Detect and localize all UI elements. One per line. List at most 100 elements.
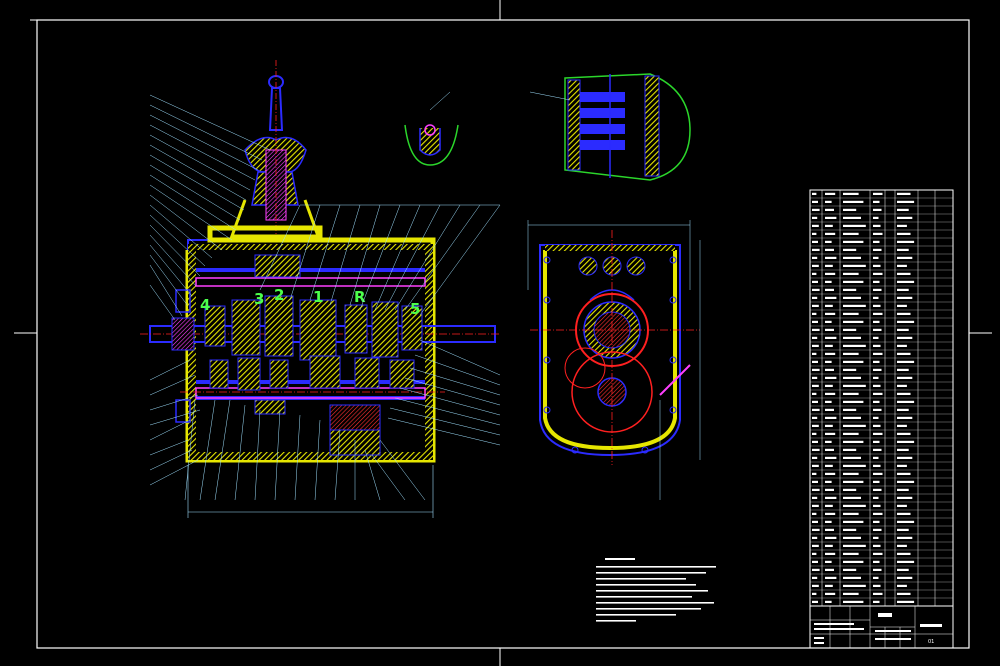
parts-list-entry-mark <box>897 400 915 403</box>
parts-list-entry-mark <box>825 480 832 483</box>
parts-list-entry-mark <box>873 272 883 275</box>
parts-list-entry-mark <box>897 592 911 595</box>
parts-list-entry-mark <box>825 400 832 403</box>
parts-list-entry-mark <box>897 496 913 499</box>
drawing-frame <box>14 0 992 666</box>
parts-list-entry-mark <box>825 488 834 491</box>
leader-lines-right <box>387 339 501 446</box>
parts-list-entry-mark <box>897 392 911 395</box>
parts-list-entry-mark <box>873 304 881 307</box>
parts-list-entry-mark <box>843 576 861 579</box>
parts-list-entry-mark <box>825 288 834 291</box>
parts-list-entry-mark <box>873 232 883 235</box>
parts-list-entry-mark <box>825 272 836 275</box>
parts-list-entry-mark <box>843 328 857 331</box>
parts-list-entry-mark <box>843 560 864 563</box>
parts-list-entry-mark <box>812 576 818 579</box>
parts-list-entry-mark <box>812 368 820 371</box>
parts-list-entry-mark <box>843 368 857 371</box>
parts-list-entry-mark <box>812 336 818 339</box>
parts-list-entry-mark <box>812 360 818 363</box>
parts-list-entry-mark <box>812 456 818 459</box>
parts-list-entry-mark <box>873 448 882 451</box>
gear-label-r: R <box>354 288 366 306</box>
parts-list-entry-mark <box>873 200 880 203</box>
parts-list-entry-mark <box>873 376 879 379</box>
parts-list-entry-mark <box>873 384 881 387</box>
parts-list-entry-mark <box>812 496 818 499</box>
parts-list-entry-mark <box>843 480 864 483</box>
parts-list-entry-mark <box>897 232 911 235</box>
parts-list-entry-mark <box>897 312 911 315</box>
parts-list-entry-mark <box>843 600 864 603</box>
parts-list-entry-mark <box>812 584 819 587</box>
parts-list-entry-mark <box>843 440 864 443</box>
parts-list-entry-mark <box>843 584 866 587</box>
parts-list-table <box>809 189 954 607</box>
parts-list-entry-mark <box>843 280 864 283</box>
parts-list-entry-mark <box>812 328 820 331</box>
parts-list-entry-mark <box>812 280 818 283</box>
parts-list-entry-mark <box>897 520 915 523</box>
parts-list-entry-mark <box>812 472 817 475</box>
parts-list-entry-mark <box>812 352 817 355</box>
parts-list-entry-mark <box>825 296 837 299</box>
parts-list-entry-mark <box>897 456 913 459</box>
technical-notes <box>596 558 716 622</box>
parts-list-entry-mark <box>812 344 819 347</box>
parts-list-entry-mark <box>812 224 819 227</box>
parts-list-entry-mark <box>825 560 832 563</box>
parts-list-entry-mark <box>873 280 880 283</box>
parts-list-entry-mark <box>825 456 837 459</box>
parts-list-entry-mark <box>825 304 833 307</box>
parts-list-entry-mark <box>897 280 915 283</box>
parts-list-entry-mark <box>897 296 913 299</box>
gear-label-1: 1 <box>313 288 323 306</box>
parts-list-entry-mark <box>873 264 881 267</box>
parts-list-entry-mark <box>873 400 880 403</box>
parts-list-entry-mark <box>843 432 859 435</box>
parts-list-entry-mark <box>825 352 836 355</box>
parts-list-entry-mark <box>873 584 881 587</box>
parts-list-entry-mark <box>812 400 818 403</box>
parts-list-entry-mark <box>873 560 880 563</box>
parts-list-entry-mark <box>843 248 857 251</box>
parts-list-entry-mark <box>897 424 907 427</box>
parts-list-entry-mark <box>873 440 880 443</box>
parts-list-entry-mark <box>825 336 837 339</box>
parts-list-entry-mark <box>825 512 836 515</box>
parts-list-entry-mark <box>825 440 832 443</box>
parts-list-entry-mark <box>812 504 819 507</box>
parts-list-entry-mark <box>897 256 913 259</box>
gear-set <box>171 254 423 456</box>
parts-list-entry-mark <box>812 232 817 235</box>
parts-list-entry-mark <box>812 528 820 531</box>
parts-list-entry-mark <box>843 208 857 211</box>
parts-list-entry-mark <box>825 592 836 595</box>
parts-list-entry-mark <box>825 312 836 315</box>
parts-list-entry-mark <box>825 216 837 219</box>
parts-list-entry-mark <box>897 216 913 219</box>
parts-list-entry-mark <box>825 432 836 435</box>
parts-list-entry-mark <box>812 264 819 267</box>
parts-list-entry-mark <box>825 240 832 243</box>
parts-list-entry-mark <box>843 336 861 339</box>
shift-lever <box>229 60 321 250</box>
drawing-code: 01 <box>928 639 934 645</box>
parts-list-entry-mark <box>873 368 882 371</box>
parts-list-entry-mark <box>843 456 861 459</box>
parts-list-entry-mark <box>897 568 909 571</box>
parts-list-entry-mark <box>897 448 909 451</box>
parts-list-entry-mark <box>897 320 915 323</box>
parts-list-entry-mark <box>897 248 909 251</box>
parts-list-entry-mark <box>897 272 911 275</box>
parts-list-entry-mark <box>812 552 817 555</box>
parts-list-entry-mark <box>843 488 857 491</box>
parts-list-entry-mark <box>843 224 866 227</box>
parts-list-entry-mark <box>897 480 915 483</box>
parts-list-entry-mark <box>897 224 907 227</box>
parts-list-entry-mark <box>825 344 833 347</box>
parts-list-entry-mark <box>812 464 819 467</box>
parts-list-entry-mark <box>873 192 883 195</box>
